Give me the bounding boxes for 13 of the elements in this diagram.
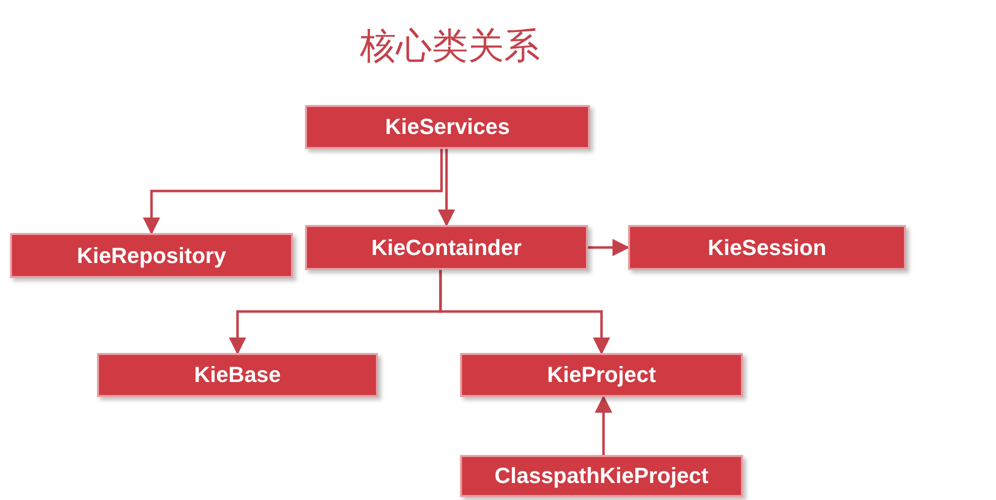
arrow bbox=[142, 149, 443, 235]
class-box: KieSession bbox=[628, 225, 906, 270]
arrow bbox=[439, 270, 610, 355]
title: 核心类关系 bbox=[359, 25, 541, 69]
class-box: ClasspathKieProject bbox=[460, 455, 743, 497]
arrow bbox=[588, 238, 630, 256]
arrow bbox=[594, 395, 612, 455]
class-box: KieProject bbox=[460, 353, 743, 397]
arrow bbox=[438, 149, 456, 227]
class-box: KieContainder bbox=[305, 225, 588, 270]
class-box: KieBase bbox=[97, 353, 378, 397]
class-box: KieRepository bbox=[10, 233, 293, 278]
class-box: KieServices bbox=[305, 105, 590, 149]
